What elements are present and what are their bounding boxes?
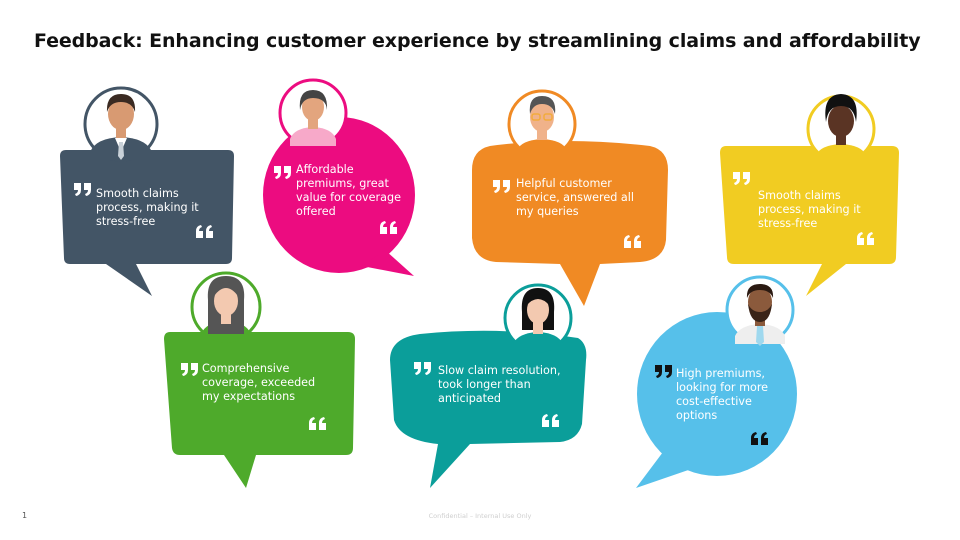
speech-bubble	[390, 330, 587, 488]
testimonial-4	[720, 94, 899, 296]
avatar	[806, 94, 876, 164]
quote-close-icon	[542, 414, 559, 427]
quote-open-icon	[274, 166, 291, 179]
confidential-footer: Confidential – Internal Use Only	[428, 512, 532, 520]
quote-open-icon	[733, 172, 750, 185]
testimonial-7-text: High premiums, looking for more cost-eff…	[676, 367, 769, 422]
quote-close-icon	[196, 225, 213, 238]
testimonial-1	[60, 86, 234, 296]
testimonial-2-text: Affordable premiums, great value for cov…	[296, 163, 401, 218]
avatar	[83, 86, 159, 162]
speech-bubble	[720, 146, 899, 296]
avatar	[725, 275, 795, 346]
avatar	[503, 283, 573, 353]
speech-bubble	[637, 312, 797, 476]
quote-close-icon	[309, 417, 326, 430]
quote-close-icon	[380, 221, 397, 234]
quote-open-icon	[181, 363, 198, 376]
testimonial-2	[263, 78, 415, 276]
speech-bubble	[60, 150, 234, 296]
testimonial-4-text: Smooth claims process, making it stress-…	[758, 189, 861, 230]
testimonial-5-text: Comprehensive coverage, exceeded my expe…	[202, 362, 316, 403]
testimonial-6	[390, 283, 587, 488]
avatar	[278, 78, 348, 148]
quote-close-icon	[751, 432, 768, 445]
testimonial-6-text: Slow claim resolution, took longer than …	[438, 364, 561, 405]
testimonial-5	[164, 271, 355, 488]
quote-close-icon	[624, 235, 641, 248]
avatar	[507, 89, 577, 159]
quote-open-icon	[493, 180, 510, 193]
quote-open-icon	[414, 362, 431, 375]
testimonial-7	[636, 275, 797, 488]
testimonial-3-text: Helpful customer service, answered all m…	[516, 177, 634, 218]
quote-open-icon	[74, 183, 91, 196]
quote-open-icon	[655, 365, 672, 378]
speech-bubble	[472, 141, 668, 306]
page-number: 1	[22, 511, 28, 520]
avatar	[190, 271, 262, 343]
speech-bubble	[263, 117, 415, 273]
speech-bubble	[164, 332, 355, 488]
testimonial-1-text: Smooth claims process, making it stress-…	[96, 187, 199, 228]
quote-close-icon	[857, 232, 874, 245]
page-title: Feedback: Enhancing customer experience …	[34, 30, 921, 52]
testimonial-3	[472, 89, 668, 306]
